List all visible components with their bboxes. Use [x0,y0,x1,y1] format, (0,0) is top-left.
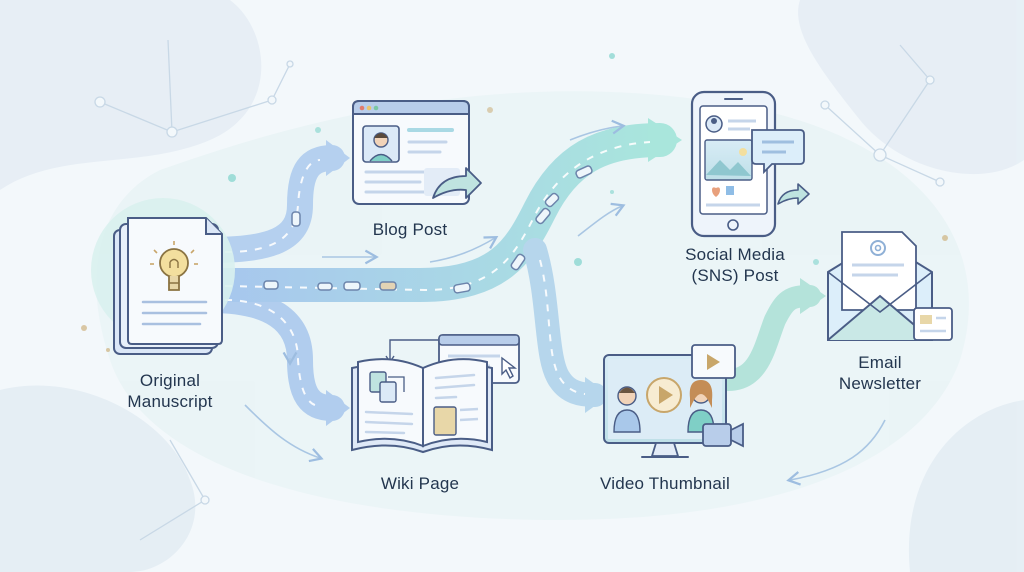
network-decoration [94,39,945,541]
chain-links [263,165,593,294]
original-manuscript-label-line1: Original [139,371,201,390]
monitor-video-icon [603,344,744,458]
flow-arrowheads [326,118,826,426]
wiki-page-label: Wiki Page [380,474,460,493]
thin-arrows [244,119,886,486]
original-manuscript-label-line2: Manuscript [127,392,213,411]
email-newsletter-label: Email Newsletter [805,352,955,394]
video-thumbnail-label: Video Thumbnail [600,474,730,493]
social-media-post-label-line2: (SNS) Post [691,266,779,285]
envelope-icon [827,231,953,341]
flow-ribbons [193,123,821,421]
browser-profile-icon [352,100,482,205]
lightbulb-document-icon [91,198,235,355]
smartphone-icon [690,90,810,238]
social-media-post-label-line1: Social Media [685,245,785,264]
blog-post-label: Blog Post [372,220,448,239]
email-newsletter-label-line2: Newsletter [838,374,922,393]
open-book-icon [351,334,520,454]
original-manuscript-label: Original Manuscript [100,370,240,412]
sparkle-dots [81,53,948,352]
email-newsletter-label-line1: Email [858,353,902,372]
social-media-post-label: Social Media (SNS) Post [655,244,815,286]
